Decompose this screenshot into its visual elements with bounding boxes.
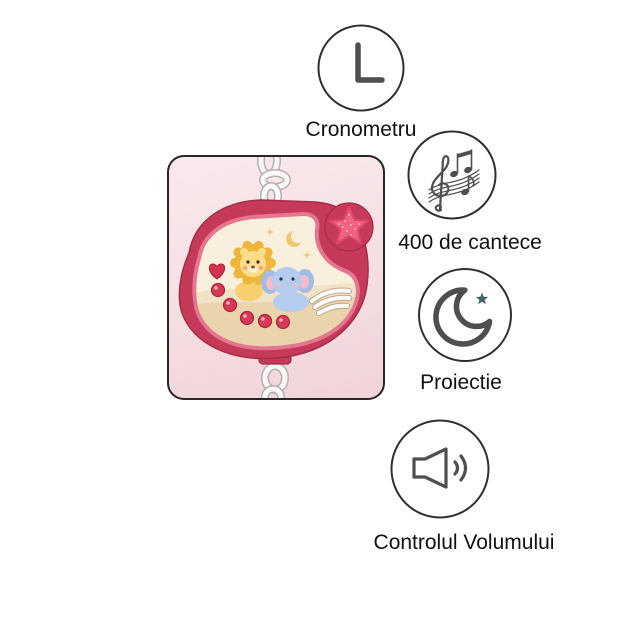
icon-ring — [418, 268, 512, 362]
feature-timer-badge — [317, 24, 405, 112]
music-notes — [450, 149, 475, 196]
wing-decoration — [309, 287, 352, 316]
feature-projection-badge — [417, 267, 513, 363]
feature-label-timer: Cronometru — [305, 118, 417, 141]
music-notes-icon — [407, 130, 497, 220]
lion-figure — [230, 240, 276, 301]
moon-decoration — [266, 228, 311, 259]
feature-volume-badge — [390, 419, 490, 519]
icon-ring — [390, 419, 490, 519]
crescent-moon — [433, 287, 493, 347]
chain-bottom — [261, 362, 289, 398]
icon-ring — [317, 24, 405, 112]
feature-songs-badge — [407, 130, 497, 220]
star-button — [329, 206, 369, 245]
speaker-volume-icon — [390, 419, 490, 519]
control-button — [222, 297, 238, 313]
timer-icon — [317, 24, 405, 112]
control-buttons — [210, 282, 291, 330]
feature-label-projection: Proiectie — [420, 371, 502, 394]
chain-top — [257, 157, 291, 210]
clock-hands — [355, 42, 385, 83]
product-photo-frame — [167, 155, 385, 400]
treble-clef — [430, 155, 450, 212]
moon-star-icon — [418, 268, 512, 362]
speaker-body — [412, 447, 448, 489]
control-button — [275, 314, 291, 330]
control-button — [257, 313, 273, 329]
control-button — [210, 282, 226, 298]
sound-waves — [453, 454, 468, 482]
small-star — [475, 292, 489, 305]
heart-button — [208, 263, 226, 280]
feature-label-songs: 400 de cantece — [398, 231, 542, 254]
elephant-figure — [261, 267, 314, 312]
control-button — [239, 310, 255, 326]
feature-label-volume: Controlul Volumului — [373, 531, 555, 554]
music-box-device — [178, 157, 374, 398]
